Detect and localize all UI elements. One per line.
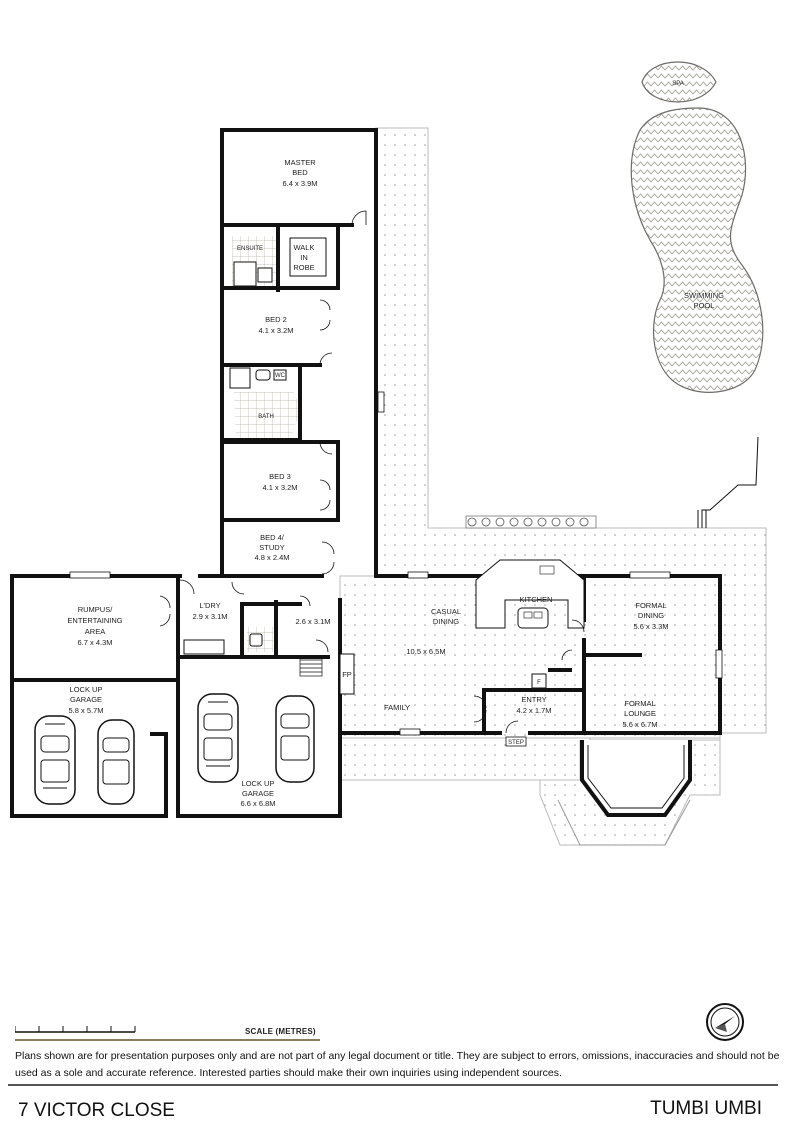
spa-label: SPA [672,81,684,87]
formal-lounge-label-2: LOUNGE [624,709,656,718]
pot-plants [465,515,597,529]
hall-room-size: 2.6 x 3.1M [295,617,330,626]
living-size: 10.5 x 6.5M [406,647,445,656]
fireplace [339,653,355,695]
pot-plant-icon [495,517,505,527]
master-bed-label-2: BED [292,168,308,177]
bay-window [580,740,692,817]
formal-lounge-label: FORMAL [624,699,655,708]
swimming-pool [630,107,764,393]
bed2-label: BED 2 [265,315,287,324]
rumpus-label-2: ENTERTAINING [67,616,122,625]
fridge [531,673,547,689]
laundry-label: L'DRY [199,601,220,610]
pool-fence [697,436,759,528]
pool-label: SWIMMING [684,291,724,300]
casual-dining-label: CASUAL [431,607,461,616]
kitchen-bench [475,559,585,629]
doors [159,210,585,734]
formal-dining-label: FORMAL [635,601,666,610]
bed3-label: BED 3 [269,472,291,481]
disclaimer-text: Plans shown are for presentation purpose… [15,1050,780,1079]
pot-plant-icon [481,517,491,527]
pool-label-2: POOL [694,301,715,310]
entry-label: ENTRY [521,695,546,704]
property-suburb: TUMBI UMBI [650,1098,762,1119]
garage-right-label-2: GARAGE [242,789,274,798]
master-bed-label: MASTER [284,158,316,167]
spa [641,61,717,103]
scale-bar [15,1026,136,1033]
pot-plant-icon [579,517,589,527]
north-compass-icon [706,1003,744,1041]
pot-plant-icon [565,517,575,527]
rumpus-size: 6.7 x 4.3M [77,638,112,647]
bed4-label: BED 4/ [260,533,285,542]
scale-underline [15,1039,320,1041]
pot-plant-icon [509,517,519,527]
casual-dining-label-2: DINING [433,617,459,626]
footer-divider [8,1084,778,1086]
windows [69,391,723,736]
formal-lounge-size: 5.6 x 6.7M [622,720,657,729]
pot-plant-icon [551,517,561,527]
garage-right-size: 6.6 x 6.8M [240,799,275,808]
step-label: STEP [508,740,524,746]
property-address: 7 VICTOR CLOSE [18,1100,175,1121]
walk-in-robe-label: WALK [294,243,315,252]
wc-label: WC [275,373,286,379]
wet-area-fixtures [183,261,287,655]
laundry-size: 2.9 x 3.1M [192,612,227,621]
bed2-size: 4.1 x 3.2M [258,326,293,335]
formal-dining-size: 5.6 x 3.3M [633,622,668,631]
family-label: FAMILY [384,703,410,712]
floor-plan: MASTER BED 6.4 x 3.9M ENSUITE WALK IN RO… [10,61,767,846]
cars [34,693,315,805]
step [505,736,527,747]
bed4-label-2: STUDY [259,543,284,552]
master-bed-size: 6.4 x 3.9M [282,179,317,188]
garage-left-label-2: GARAGE [70,695,102,704]
fireplace-label: FP [342,670,352,679]
rumpus-label: RUMPUS/ [78,605,114,614]
room-labels: MASTER BED 6.4 x 3.9M ENSUITE WALK IN RO… [67,81,724,808]
pot-plant-icon [467,517,477,527]
walk-in-robe-label-2: IN [300,253,308,262]
bath-label: BATH [258,414,274,420]
garage-left-size: 5.8 x 5.7M [68,706,103,715]
pot-plant-icon [537,517,547,527]
garage-right-label: LOCK UP [242,779,275,788]
pot-plant-icon [523,517,533,527]
bed3-size: 4.1 x 3.2M [262,483,297,492]
entry-size: 4.2 x 1.7M [516,706,551,715]
ensuite-label: ENSUITE [237,246,263,252]
bed4-size: 4.8 x 2.4M [254,553,289,562]
fridge-label: F [537,680,541,686]
stairs [299,655,323,677]
formal-dining-label-2: DINING [638,611,664,620]
scale-label: SCALE (METRES) [245,1027,316,1036]
kitchen-label: KITCHEN [520,595,553,604]
garage-left-label: LOCK UP [70,685,103,694]
rumpus-label-3: AREA [85,627,105,636]
walk-in-robe-label-3: ROBE [293,263,314,272]
